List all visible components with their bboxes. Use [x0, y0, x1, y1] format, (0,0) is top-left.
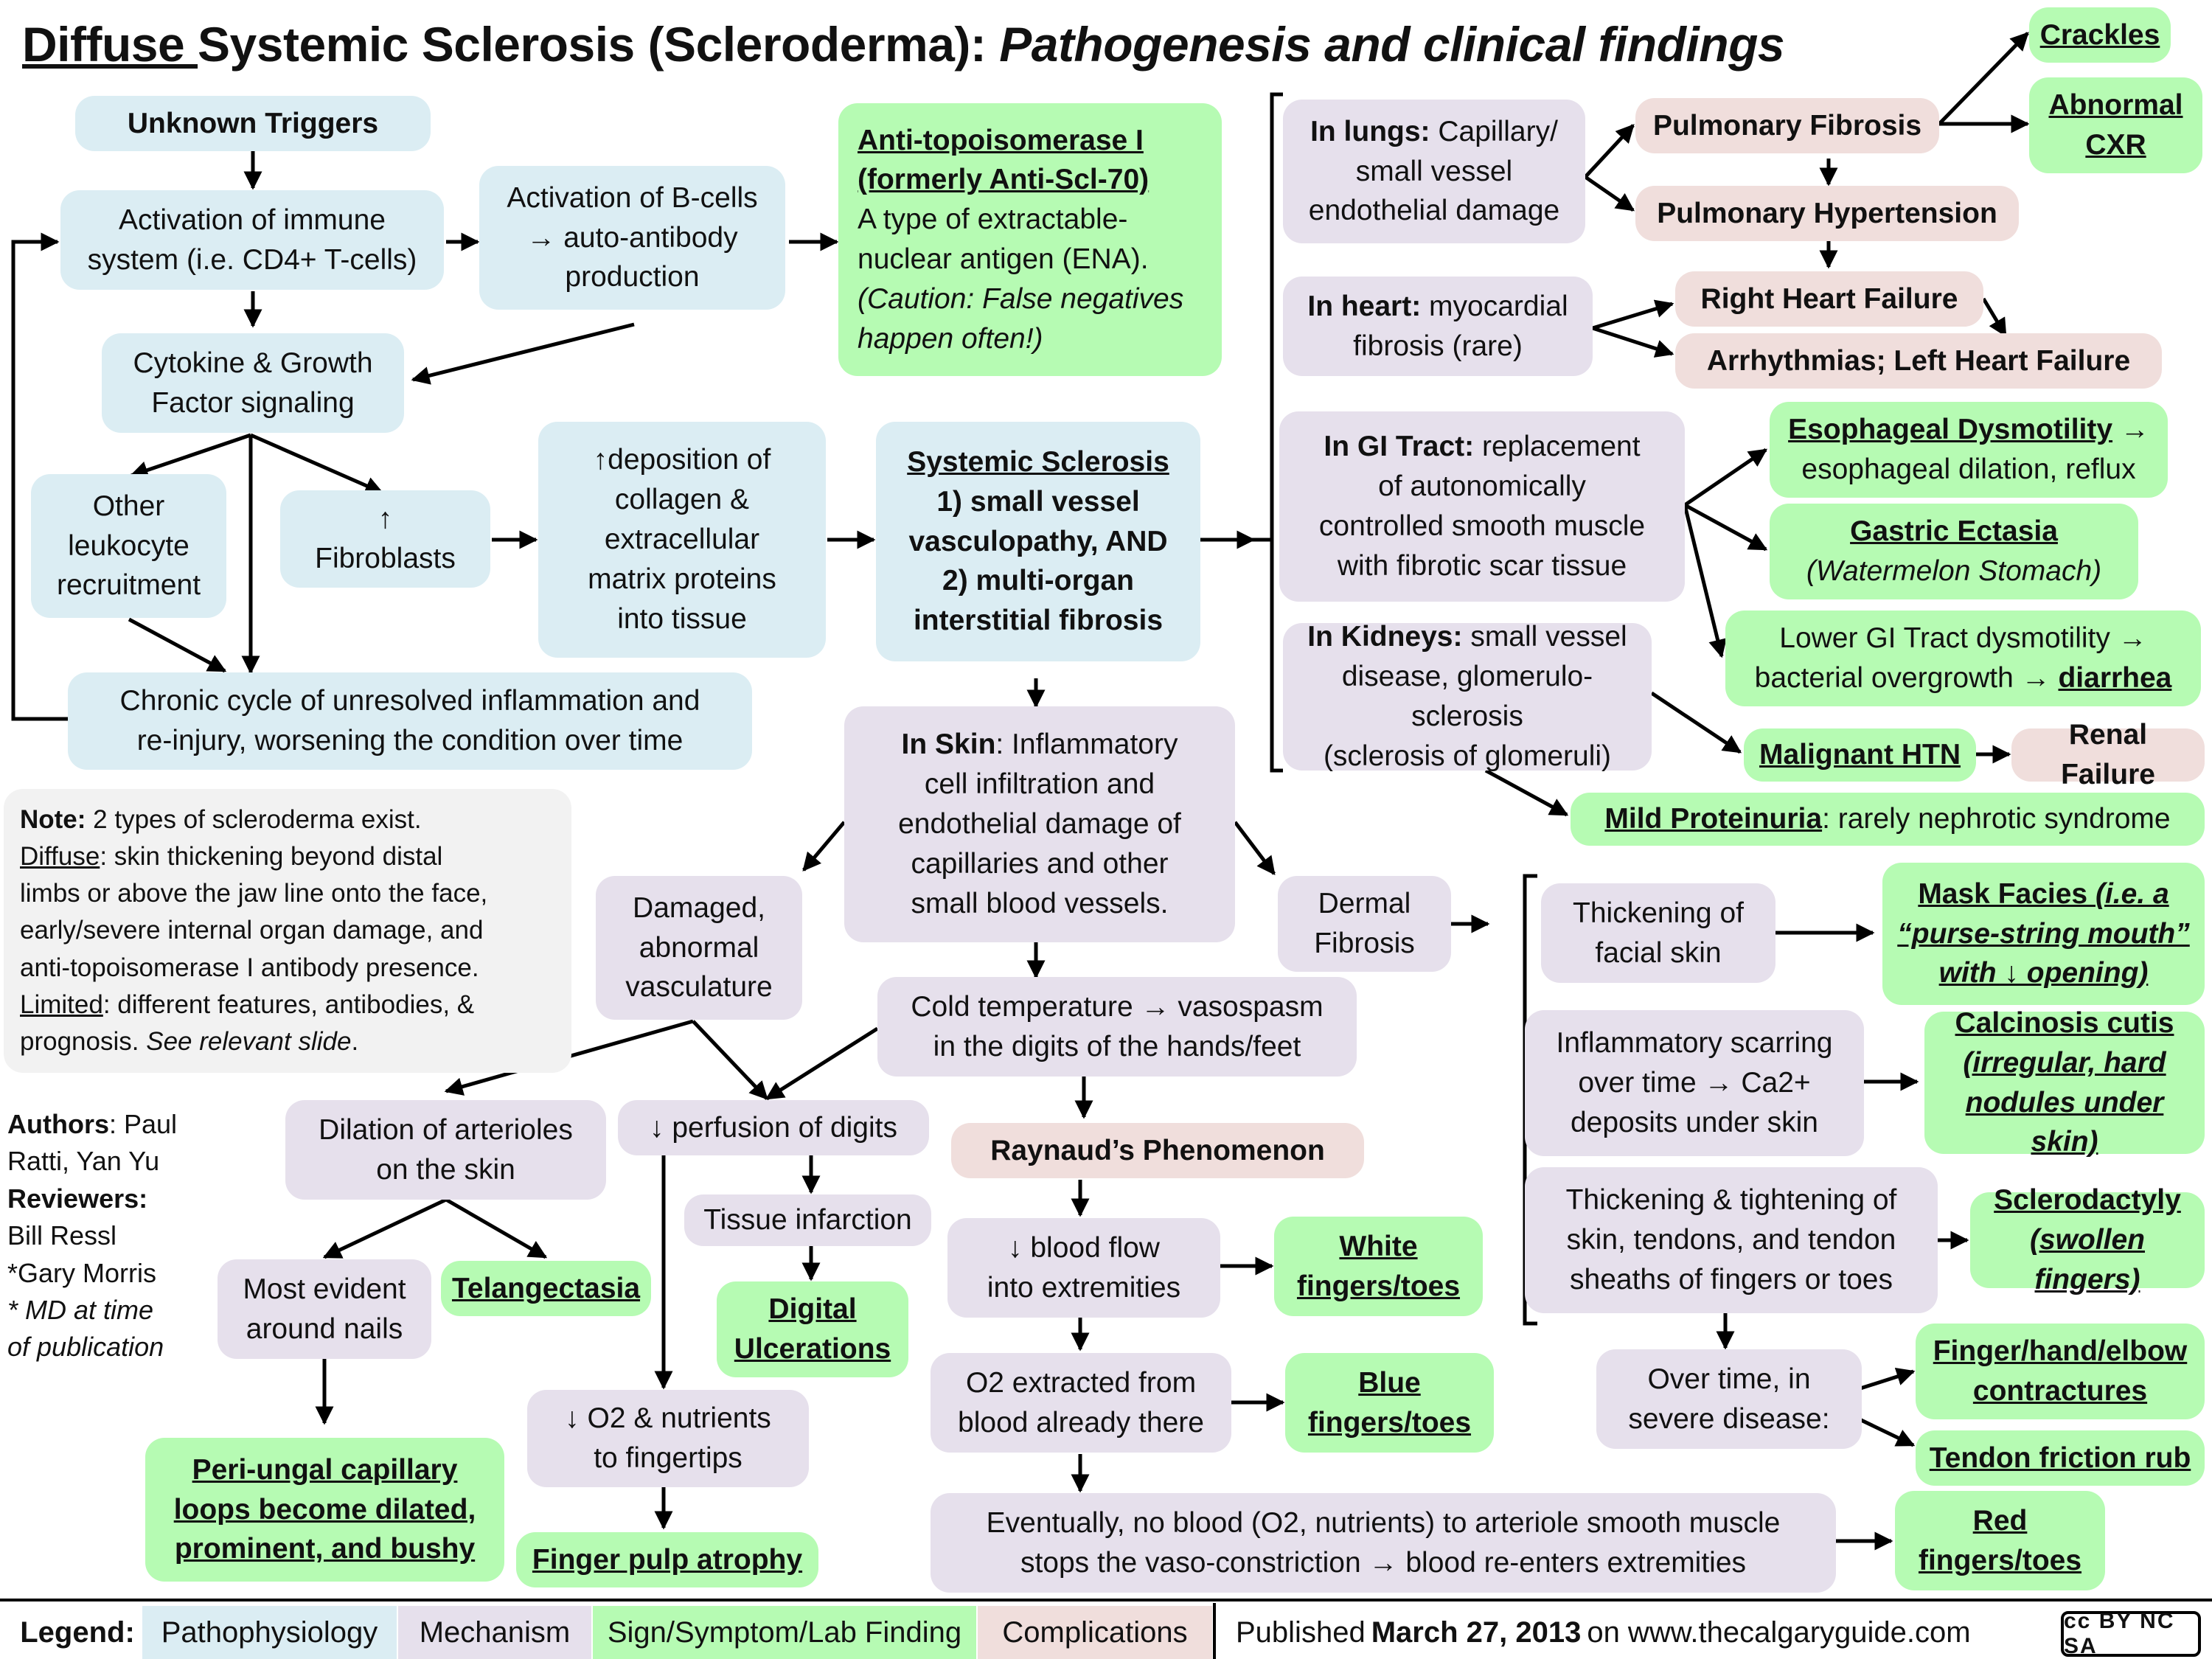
malignant-htn-box: Malignant HTN — [1744, 728, 1976, 782]
tendon-friction-rub-box: Tendon friction rub — [1916, 1430, 2205, 1486]
crackles-box: Crackles — [2029, 7, 2171, 63]
legend-label: Legend: — [20, 1615, 135, 1649]
thickening-tightening-box: Thickening & tightening of skin, tendons… — [1525, 1167, 1938, 1313]
heart-box: In heart: myocardial fibrosis (rare) — [1283, 276, 1593, 376]
telangectasia-box: Telangectasia — [441, 1261, 651, 1316]
credits: Authors: Paul Ratti, Yan Yu Reviewers: B… — [7, 1109, 178, 1363]
eventually-box: Eventually, no blood (O2, nutrients) to … — [931, 1493, 1836, 1593]
contractures-box: Finger/hand/elbow contractures — [1916, 1324, 2205, 1419]
immune-activation-box: Activation of immune system (i.e. CD4+ T… — [60, 190, 444, 290]
published-info: Published March 27, 2013 on www.thecalga… — [1236, 1615, 1971, 1649]
anti-topoisomerase-box: Anti-topoisomerase I (formerly Anti-Scl-… — [838, 103, 1222, 376]
title-main: Systemic Sclerosis (Scleroderma): — [198, 17, 1000, 72]
legend-mechanism: Mechanism — [398, 1606, 591, 1659]
lower-gi-box: Lower GI Tract dysmotility → bacterial o… — [1725, 611, 2201, 706]
proteinuria-box: Mild Proteinuria: rarely nephrotic syndr… — [1571, 793, 2205, 846]
tissue-infarction-box: Tissue infarction — [684, 1194, 931, 1246]
fibroblasts-box: ↑ Fibroblasts — [280, 490, 490, 588]
right-heart-failure-box: Right Heart Failure — [1675, 271, 1983, 327]
white-fingers-box: White fingers/toes — [1274, 1217, 1483, 1316]
peri-ungal-box: Peri-ungal capillary loops become dilate… — [145, 1438, 504, 1582]
renal-failure-box: Renal Failure — [2011, 719, 2205, 790]
red-fingers-box: Red fingers/toes — [1895, 1491, 2105, 1590]
systemic-sclerosis-box: Systemic Sclerosis 1) small vessel vascu… — [876, 422, 1200, 661]
cytokine-signaling-box: Cytokine & Growth Factor signaling — [102, 333, 404, 433]
title-diffuse: Diffuse — [22, 17, 198, 72]
o2-extracted-box: O2 extracted from blood already there — [931, 1353, 1231, 1453]
pulmonary-hypertension-box: Pulmonary Hypertension — [1635, 186, 2019, 241]
cold-vasospasm-box: Cold temperature → vasospasm in the digi… — [877, 977, 1357, 1077]
kidneys-box: In Kidneys: small vessel disease, glomer… — [1283, 621, 1652, 772]
most-evident-nails-box: Most evident around nails — [218, 1259, 431, 1359]
blue-fingers-box: Blue fingers/toes — [1285, 1353, 1494, 1453]
b-cell-activation-box: Activation of B-cells → auto-antibody pr… — [479, 166, 785, 310]
calcinosis-cutis-box: Calcinosis cutis (irregular, hard nodule… — [1924, 1007, 2205, 1158]
legend-sign: Sign/Symptom/Lab Finding — [593, 1606, 976, 1659]
blood-flow-box: ↓ blood flow into extremities — [947, 1218, 1220, 1318]
digital-ulcerations-box: Digital Ulcerations — [717, 1281, 908, 1377]
dermal-fibrosis-box: Dermal Fibrosis — [1278, 876, 1451, 972]
finger-pulp-atrophy-box: Finger pulp atrophy — [516, 1532, 818, 1587]
legend-complications: Complications — [978, 1606, 1212, 1659]
arrhythmias-box: Arrhythmias; Left Heart Failure — [1675, 333, 2162, 389]
esophageal-dysmotility-box: Esophageal Dysmotility → esophageal dila… — [1770, 402, 2168, 498]
mask-facies-box: Mask Facies (i.e. a “purse-string mouth”… — [1882, 863, 2205, 1005]
page-title: Diffuse Systemic Sclerosis (Scleroderma)… — [22, 16, 1785, 72]
unknown-triggers-box: Unknown Triggers — [75, 96, 431, 151]
over-time-box: Over time, in severe disease: — [1596, 1349, 1862, 1449]
legend-pathophysiology: Pathophysiology — [142, 1606, 397, 1659]
perfusion-digits-box: ↓ perfusion of digits — [618, 1100, 929, 1155]
damaged-vasculature-box: Damaged, abnormal vasculature — [596, 876, 802, 1020]
collagen-deposition-box: ↑deposition of collagen & extracellular … — [538, 422, 826, 658]
cc-license-icon: cc BY NC SA — [2061, 1609, 2201, 1658]
lungs-box: In lungs: Capillary/ small vessel endoth… — [1283, 100, 1585, 243]
abnormal-cxr-box: Abnormal CXR — [2029, 77, 2202, 173]
leukocyte-recruitment-box: Other leukocyte recruitment — [31, 474, 226, 618]
pulmonary-fibrosis-box: Pulmonary Fibrosis — [1635, 98, 1939, 153]
raynaud-box: Raynaud’s Phenomenon — [951, 1123, 1364, 1178]
legend-bar: Legend: Pathophysiology Mechanism Sign/S… — [0, 1593, 2212, 1659]
title-subtitle: Pathogenesis and clinical findings — [999, 17, 1785, 72]
gastric-ectasia-box: Gastric Ectasia (Watermelon Stomach) — [1770, 504, 2138, 599]
o2-nutrients-box: ↓ O2 & nutrients to fingertips — [527, 1390, 809, 1487]
chronic-cycle-box: Chronic cycle of unresolved inflammation… — [68, 672, 752, 770]
skin-inflammation-box: In Skin: Inflammatory cell infiltration … — [844, 706, 1235, 942]
dilation-arterioles-box: Dilation of arterioles on the skin — [285, 1100, 606, 1200]
sclerodactyly-box: Sclerodactyly (swollen fingers) — [1970, 1184, 2205, 1295]
gi-tract-box: In GI Tract: replacement of autonomicall… — [1279, 411, 1685, 602]
note-box: Note: 2 types of scleroderma exist. Diff… — [4, 789, 571, 1073]
facial-skin-box: Thickening of facial skin — [1541, 883, 1775, 983]
inflammatory-scarring-box: Inflammatory scarring over time → Ca2+ d… — [1525, 1010, 1864, 1156]
